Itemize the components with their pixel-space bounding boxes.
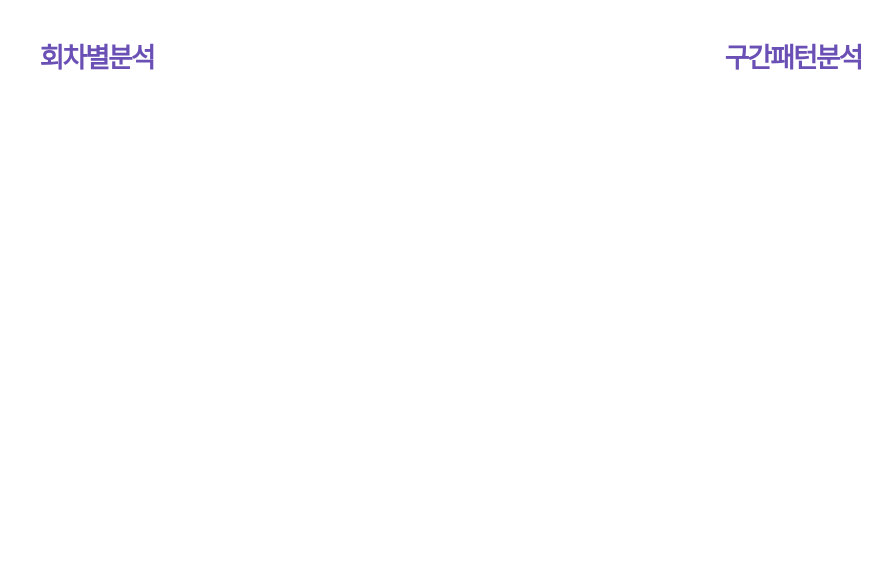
section-pattern-analysis-link[interactable]: 구간패턴분석 xyxy=(724,43,864,74)
round-analysis-link[interactable]: 회차별분석 xyxy=(40,43,156,74)
